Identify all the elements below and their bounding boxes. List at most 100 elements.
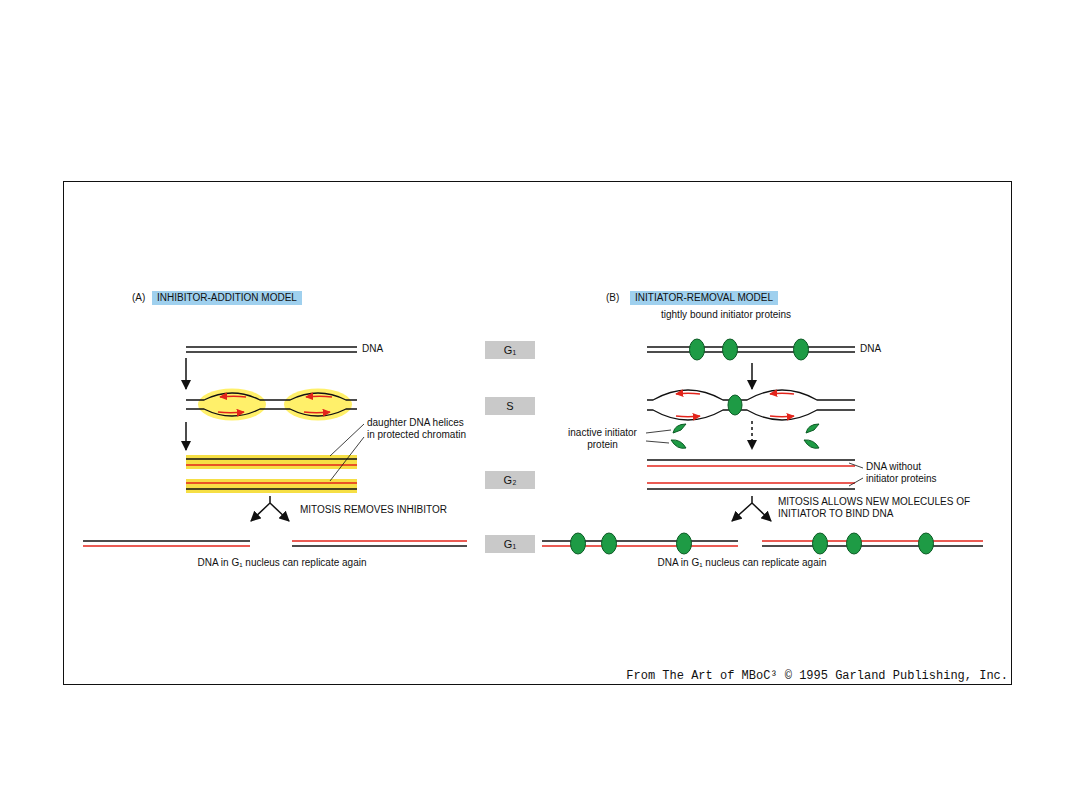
dna-strand [762, 545, 983, 546]
inactive-initiator [804, 440, 819, 448]
figure-frame [64, 182, 1012, 685]
new-strand [83, 545, 250, 546]
label-text: DNA in G₁ nucleus can replicate again [197, 557, 366, 568]
inactive-initiator [806, 424, 819, 433]
step-note: MITOSIS REMOVES INHIBITOR [300, 504, 447, 516]
panel-letter: (A) [132, 292, 145, 304]
dna-strand [647, 346, 855, 347]
new-strand [676, 392, 700, 394]
mitosis-arrow [752, 503, 771, 521]
new-strand [676, 415, 700, 417]
leader-line [646, 430, 671, 433]
initiator-protein [690, 339, 705, 360]
inhibitor-model-art [83, 347, 467, 546]
dna-strand [647, 410, 855, 420]
annotation: tightly bound initiator proteins [661, 309, 791, 321]
dna-strand [186, 458, 357, 459]
annotation: inactive initiator protein [561, 427, 644, 451]
model-title-box: INITIATOR-REMOVAL MODEL [630, 291, 778, 305]
dna-strand [647, 390, 855, 400]
annotation: DNA in G₁ nucleus can replicate again [612, 557, 872, 569]
label-text: inactive initiator protein [568, 427, 637, 450]
phase-box: S [485, 397, 535, 415]
dna-strand [186, 346, 357, 347]
mitosis-arrow [270, 503, 289, 521]
initiator-protein [571, 533, 586, 554]
initiator-protein [919, 533, 934, 554]
initiator-protein [723, 339, 738, 360]
leader-line [849, 463, 863, 468]
new-strand [306, 395, 332, 397]
protected-chromatin [186, 479, 357, 493]
step-note: MITOSIS ALLOWS NEW MOLECULES OF INITIATO… [778, 496, 1003, 520]
new-strand [304, 411, 330, 413]
node-text: INITIATOR-REMOVAL MODEL [635, 292, 773, 304]
new-strand [647, 482, 855, 483]
initiator-protein [602, 533, 617, 554]
node-text: G₁ [504, 538, 516, 551]
node-text: INHIBITOR-ADDITION MODEL [157, 292, 297, 304]
new-strand [218, 411, 244, 413]
new-strand [762, 540, 983, 541]
leader-line [646, 441, 669, 443]
new-strand [186, 482, 357, 483]
label-text: DNA [860, 343, 881, 354]
protected-chromatin [186, 455, 357, 469]
annotation: DNA in G₁ nucleus can replicate again [152, 557, 412, 569]
initiator-protein [847, 533, 862, 554]
annotation: DNA without initiator proteins [866, 461, 950, 485]
phase-box: G₁ [485, 535, 535, 553]
phase-box: G₁ [485, 341, 535, 359]
label-text: DNA in G₁ nucleus can replicate again [657, 557, 826, 568]
dna-strand [186, 409, 357, 416]
progress-arrow [751, 421, 753, 449]
new-strand [186, 464, 357, 465]
phase-box: G₂ [485, 471, 535, 489]
dna-strand [292, 545, 467, 546]
label-text: DNA [362, 343, 383, 354]
progress-arrow [185, 358, 187, 389]
annotation: daughter DNA helices in protected chroma… [367, 417, 473, 441]
node-text: G₂ [504, 474, 517, 487]
node-text: S [506, 400, 513, 413]
node-text: G₁ [504, 344, 516, 357]
label-text: DNA without initiator proteins [866, 461, 937, 484]
leader-line [330, 437, 364, 481]
credit-line: From The Art of MBoC³ © 1995 Garland Pub… [626, 669, 1008, 683]
dna-strand [647, 488, 855, 489]
mitosis-arrow [251, 496, 270, 521]
new-strand [292, 540, 467, 541]
label-text: MITOSIS REMOVES INHIBITOR [300, 504, 447, 515]
initiator-protein [677, 533, 692, 554]
label-text: daughter DNA helices in protected chroma… [367, 417, 466, 440]
initiator-protein [813, 533, 828, 554]
dna-strand [186, 488, 357, 489]
dna-strand [186, 351, 357, 352]
label-text: From The Art of MBoC³ © 1995 Garland Pub… [626, 669, 1008, 683]
new-strand [770, 392, 794, 394]
leader-line [330, 424, 364, 456]
initiator-protein [728, 395, 742, 415]
inactive-initiator [671, 440, 686, 448]
progress-arrow [751, 363, 753, 389]
new-strand [647, 465, 855, 466]
initiator-model-art [542, 339, 983, 554]
dna-strand [83, 540, 250, 541]
panel-letter: (B) [606, 292, 619, 304]
inactive-initiator [673, 424, 686, 433]
progress-arrow [185, 422, 187, 450]
mitosis-arrow [732, 496, 752, 521]
dna-strand [647, 459, 855, 460]
label-text: (B) [606, 292, 619, 303]
new-strand [220, 395, 246, 397]
label-text: tightly bound initiator proteins [661, 309, 791, 320]
annotation: DNA [860, 343, 881, 355]
label-text: (A) [132, 292, 145, 303]
label-text: MITOSIS ALLOWS NEW MOLECULES OF INITIATO… [778, 496, 970, 519]
new-strand [770, 415, 794, 417]
annotation: DNA [362, 343, 383, 355]
dna-strand [186, 393, 357, 400]
